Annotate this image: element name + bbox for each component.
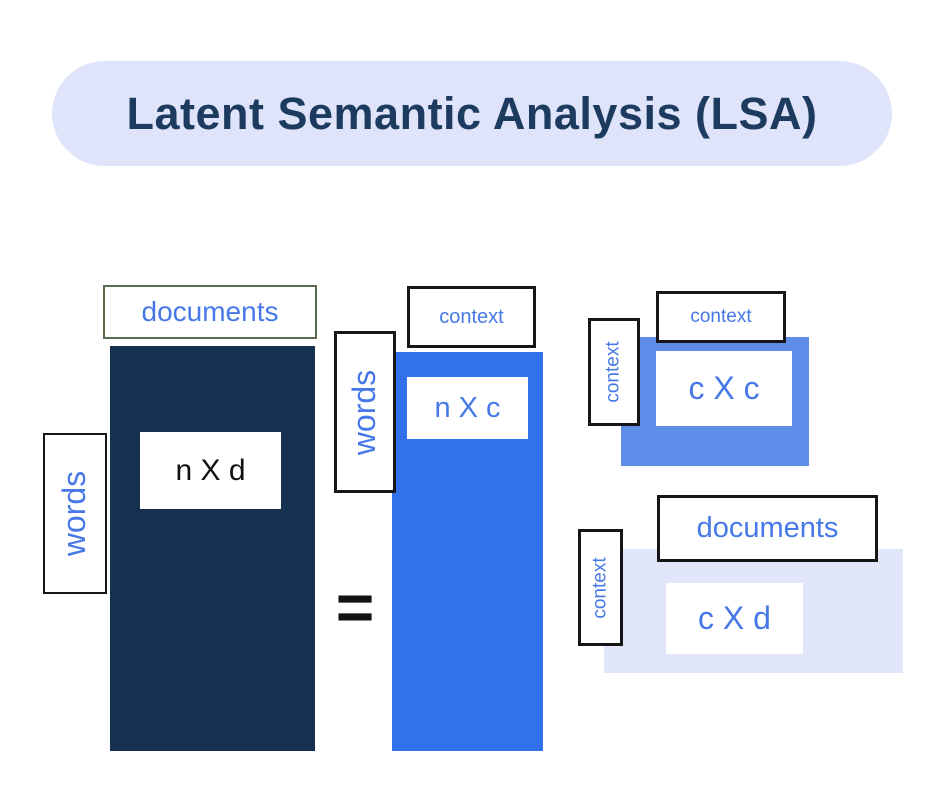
- label-documents-bottom-right: documents: [657, 495, 878, 562]
- dims-nxd-cell: n X d: [140, 432, 281, 509]
- dims-nxd-text: n X d: [175, 453, 246, 487]
- label-context-text: context: [439, 305, 504, 328]
- title-pill: Latent Semantic Analysis (LSA): [52, 61, 892, 166]
- label-words-text: words: [346, 369, 383, 455]
- dims-nxc-cell: n X c: [407, 377, 528, 439]
- label-words-middle: words: [334, 331, 396, 493]
- page-title: Latent Semantic Analysis (LSA): [126, 87, 818, 139]
- term-document-matrix-rect: [110, 346, 315, 751]
- label-context-text: context: [690, 306, 752, 327]
- label-documents-text: documents: [696, 512, 839, 544]
- label-context-side-right: context: [588, 318, 640, 426]
- label-context-side-bottom: context: [578, 529, 623, 646]
- dims-cxd-cell: c X d: [666, 583, 803, 654]
- label-documents-top-left: documents: [103, 285, 317, 339]
- label-context-top-right: context: [656, 291, 786, 343]
- label-words-left: words: [43, 433, 107, 594]
- label-context-text: context: [589, 556, 611, 619]
- dims-cxd-text: c X d: [698, 600, 771, 636]
- dims-nxc-text: n X c: [434, 391, 501, 424]
- label-context-top-middle: context: [407, 286, 536, 348]
- equals-sign: =: [335, 570, 375, 644]
- dims-cxc-cell: c X c: [656, 351, 792, 426]
- label-words-text: words: [56, 470, 93, 557]
- label-documents-text: documents: [141, 296, 279, 327]
- label-context-text: context: [603, 341, 625, 403]
- dims-cxc-text: c X c: [688, 370, 760, 406]
